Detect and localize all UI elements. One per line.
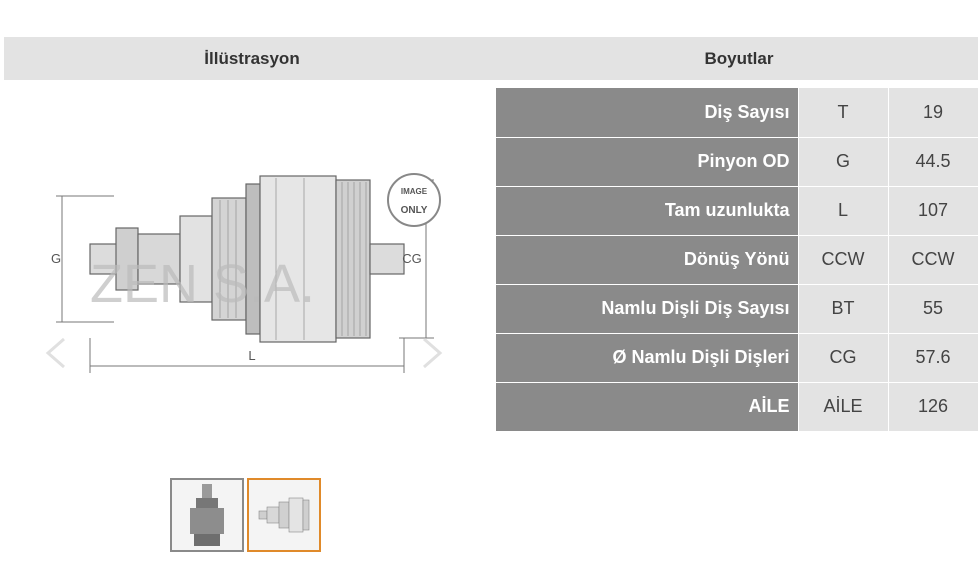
dimension-value: 44.5 bbox=[888, 137, 978, 187]
dim-label-l: L bbox=[248, 348, 255, 363]
dimensions-table: Diş Sayısı T 19 Pinyon OD G 44.5 Tam uzu… bbox=[496, 88, 978, 432]
thumbnail-drawing[interactable] bbox=[247, 478, 321, 552]
dimension-label: Diş Sayısı bbox=[496, 88, 799, 138]
thumbnail-strip bbox=[170, 478, 321, 552]
badge-line2: ONLY bbox=[401, 205, 428, 216]
dimension-code: G bbox=[798, 137, 889, 187]
next-image-arrow-icon[interactable] bbox=[412, 335, 448, 371]
badge-line1: IMAGE bbox=[401, 187, 428, 196]
dimension-code: CG bbox=[798, 333, 889, 383]
thumbnail-photo[interactable] bbox=[170, 478, 244, 552]
dimension-code: L bbox=[798, 186, 889, 236]
dimension-code: T bbox=[798, 88, 889, 138]
dimension-label: AİLE bbox=[496, 382, 799, 432]
dimension-value: 126 bbox=[888, 382, 978, 432]
table-row: Dönüş Yönü CCW CCW bbox=[496, 235, 978, 285]
dimension-label: Ø Namlu Dişli Dişleri bbox=[496, 333, 799, 383]
dimension-value: CCW bbox=[888, 235, 978, 285]
dimension-value: 57.6 bbox=[888, 333, 978, 383]
table-row: Pinyon OD G 44.5 bbox=[496, 137, 978, 187]
dimension-value: 19 bbox=[888, 88, 978, 138]
table-row: AİLE AİLE 126 bbox=[496, 382, 978, 432]
header-bar: İllüstrasyon Boyutlar bbox=[4, 37, 978, 80]
illustration-image: ZEN S.A. IMAGE ONLY G CG L bbox=[4, 88, 494, 430]
table-row: Diş Sayısı T 19 bbox=[496, 88, 978, 138]
prev-image-arrow-icon[interactable] bbox=[40, 335, 76, 371]
dimension-code: BT bbox=[798, 284, 889, 334]
dim-label-cg: CG bbox=[402, 251, 422, 266]
dimension-label: Tam uzunlukta bbox=[496, 186, 799, 236]
dimension-code: CCW bbox=[798, 235, 889, 285]
dimension-label: Dönüş Yönü bbox=[496, 235, 799, 285]
table-row: Tam uzunlukta L 107 bbox=[496, 186, 978, 236]
dimension-code: AİLE bbox=[798, 382, 889, 432]
dimension-label: Pinyon OD bbox=[496, 137, 799, 187]
dim-label-g: G bbox=[51, 251, 61, 266]
watermark-text: ZEN S.A. bbox=[90, 254, 315, 314]
table-row: Ø Namlu Dişli Dişleri CG 57.6 bbox=[496, 333, 978, 383]
dimensions-header: Boyutlar bbox=[704, 48, 774, 68]
dimension-value: 107 bbox=[888, 186, 978, 236]
dimension-value: 55 bbox=[888, 284, 978, 334]
dimension-label: Namlu Dişli Diş Sayısı bbox=[496, 284, 799, 334]
illustration-header: İllüstrasyon bbox=[204, 48, 300, 68]
table-row: Namlu Dişli Diş Sayısı BT 55 bbox=[496, 284, 978, 334]
